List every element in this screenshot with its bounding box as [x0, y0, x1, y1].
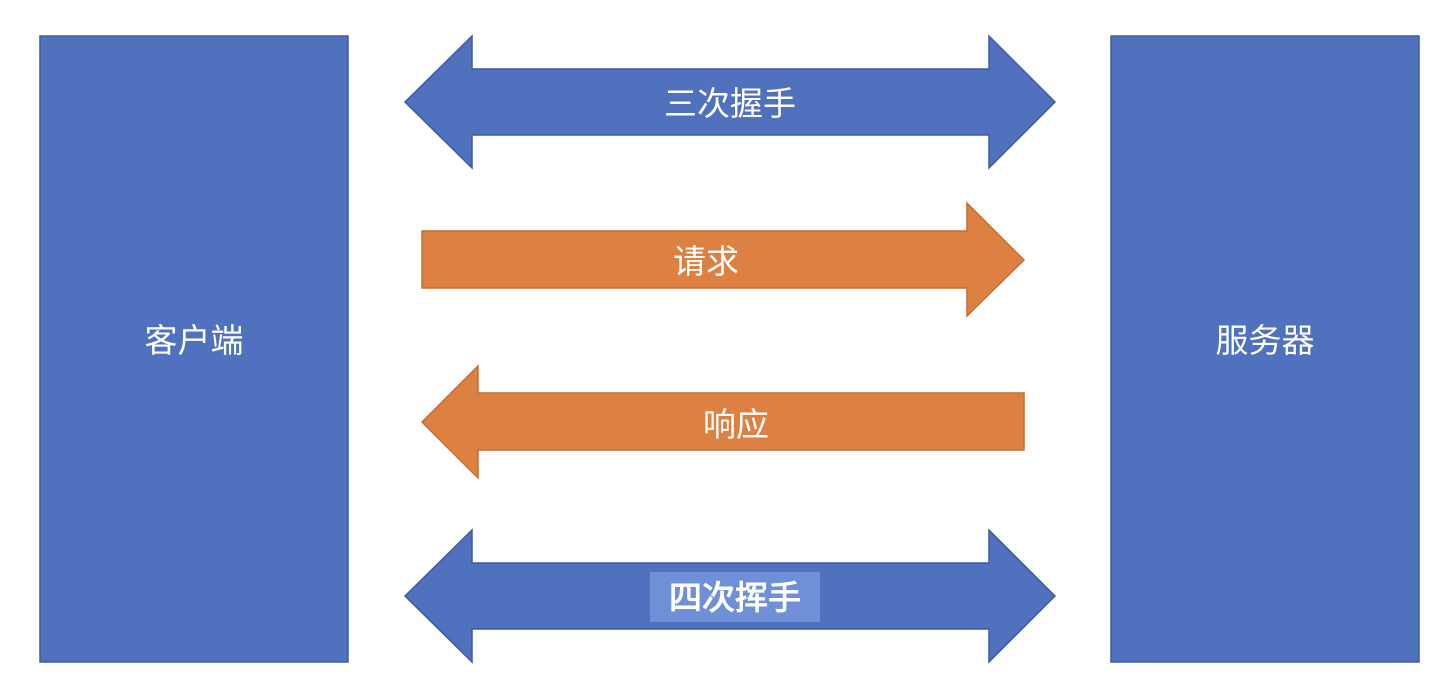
wave-arrow: 四次挥手 — [403, 528, 1057, 664]
client-label: 客户端 — [145, 321, 244, 360]
request-arrow: 请求 — [421, 201, 1026, 318]
response-label: 响应 — [703, 405, 769, 444]
request-arrow-shape — [421, 201, 1026, 318]
wave-label: 四次挥手 — [669, 578, 801, 617]
response-arrow-shape — [420, 364, 1025, 480]
handshake-arrow: 三次握手 — [403, 34, 1057, 170]
handshake-arrow-shape — [403, 34, 1057, 170]
client-box — [39, 35, 349, 663]
response-arrow: 响应 — [420, 364, 1025, 480]
server-node: 服务器 — [1110, 35, 1420, 663]
client-node: 客户端 — [39, 35, 349, 663]
handshake-label: 三次握手 — [664, 84, 796, 123]
server-box — [1110, 35, 1420, 663]
request-label: 请求 — [673, 242, 739, 281]
wave-label-highlight — [650, 572, 820, 622]
server-label: 服务器 — [1216, 321, 1315, 360]
